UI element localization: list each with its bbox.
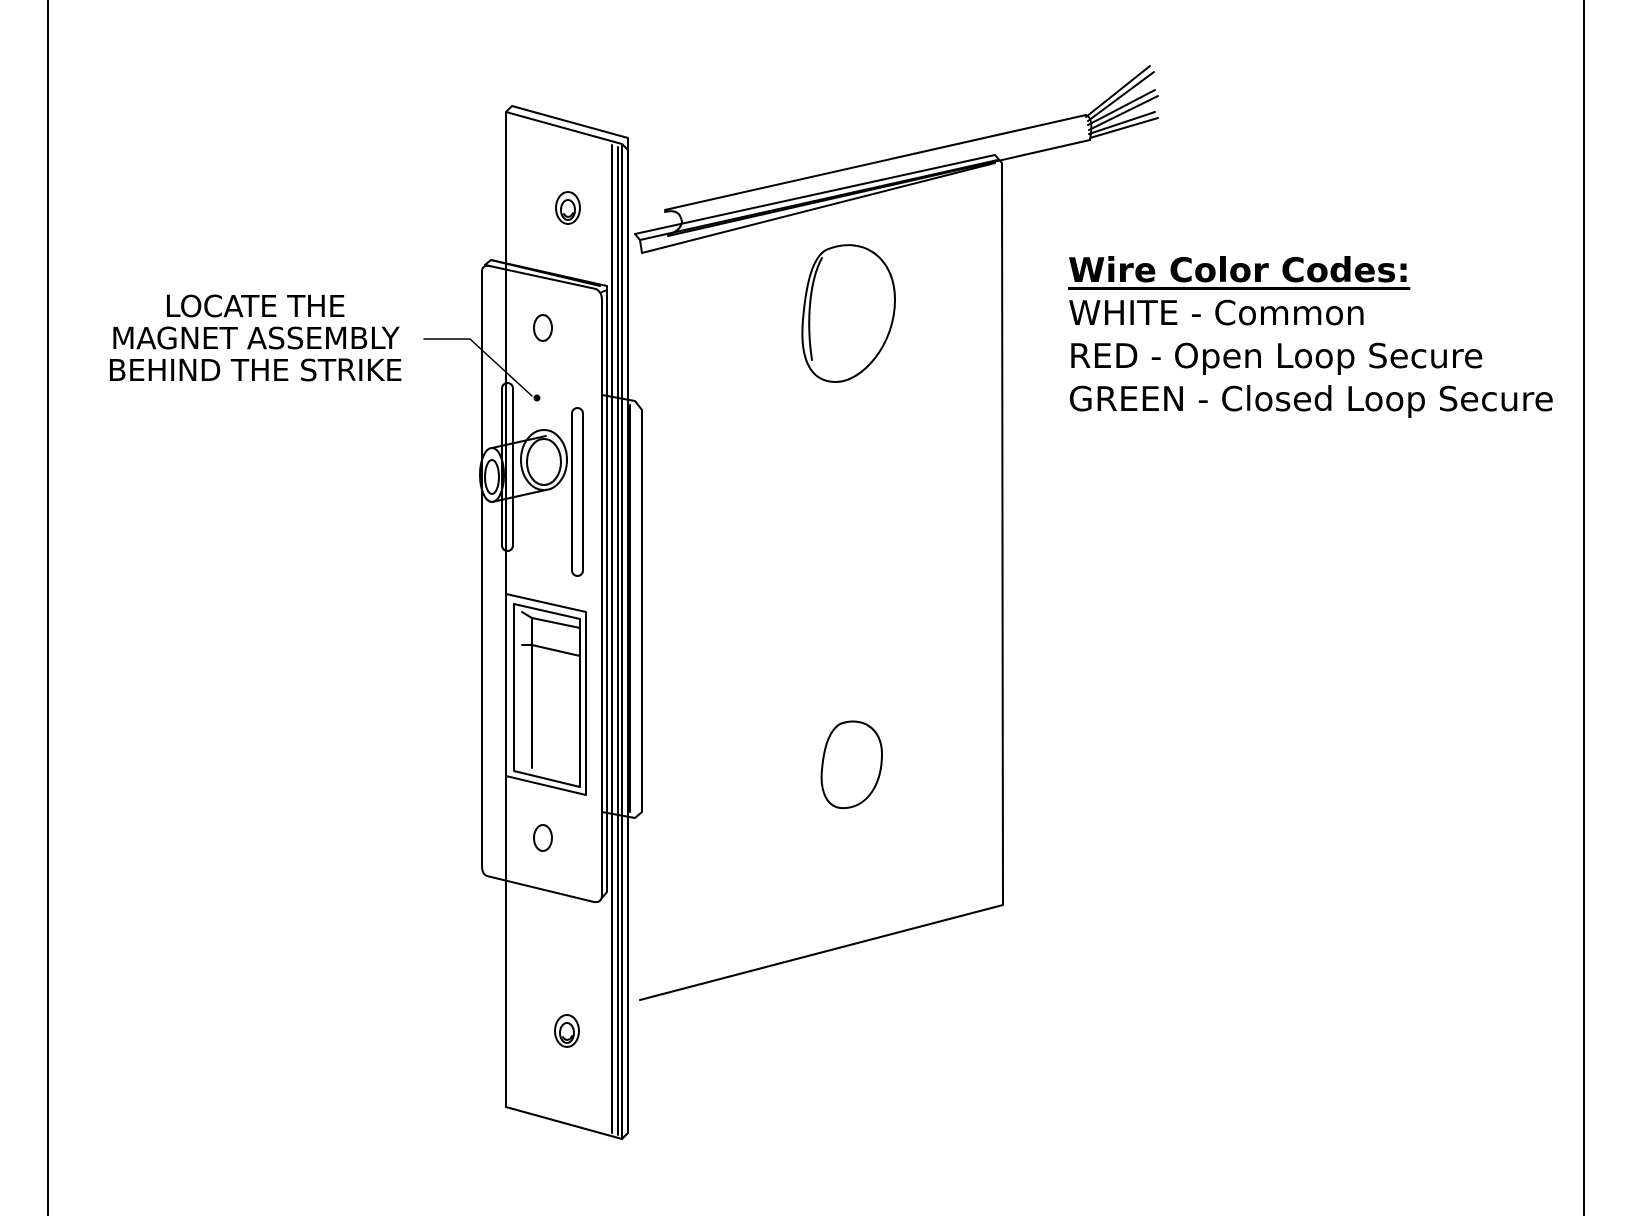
case-spindle-hole-lower <box>820 720 883 810</box>
wire-red <box>1087 89 1156 126</box>
callout-line-2: MAGNET ASSEMBLY <box>110 322 400 357</box>
wire-white <box>1085 65 1151 118</box>
case-spindle-hole-upper <box>801 244 896 383</box>
callout-line-1: LOCATE THE <box>163 290 347 325</box>
magnet-assembly-callout: LOCATE THE MAGNET ASSEMBLY BEHIND THE ST… <box>60 292 450 388</box>
latch-opening <box>505 593 587 796</box>
callout-leader <box>423 338 541 402</box>
drawing-border-right <box>1583 0 1585 1216</box>
faceplate <box>505 105 629 1140</box>
wire-color-legend: Wire Color Codes: WHITE - Common RED - O… <box>1068 250 1555 422</box>
legend-item-white: WHITE - Common <box>1068 294 1367 334</box>
strike-screw-bottom <box>533 824 553 852</box>
lock-case <box>634 154 1004 1001</box>
legend-item-green: GREEN - Closed Loop Secure <box>1068 380 1555 420</box>
wire-green <box>1088 111 1156 135</box>
wire-bundle <box>664 65 1159 237</box>
strike-plate <box>479 259 643 904</box>
legend-item-red: RED - Open Loop Secure <box>1068 337 1485 377</box>
legend-title: Wire Color Codes: <box>1068 251 1411 291</box>
faceplate-screw-top <box>555 191 581 225</box>
strike-screw-top <box>533 314 553 342</box>
callout-line-3: BEHIND THE STRIKE <box>107 354 403 389</box>
drawing-border-left <box>47 0 49 1216</box>
strike-slots <box>501 382 584 577</box>
faceplate-screw-bottom <box>554 1014 580 1048</box>
latch-bolt-pin <box>479 429 568 503</box>
